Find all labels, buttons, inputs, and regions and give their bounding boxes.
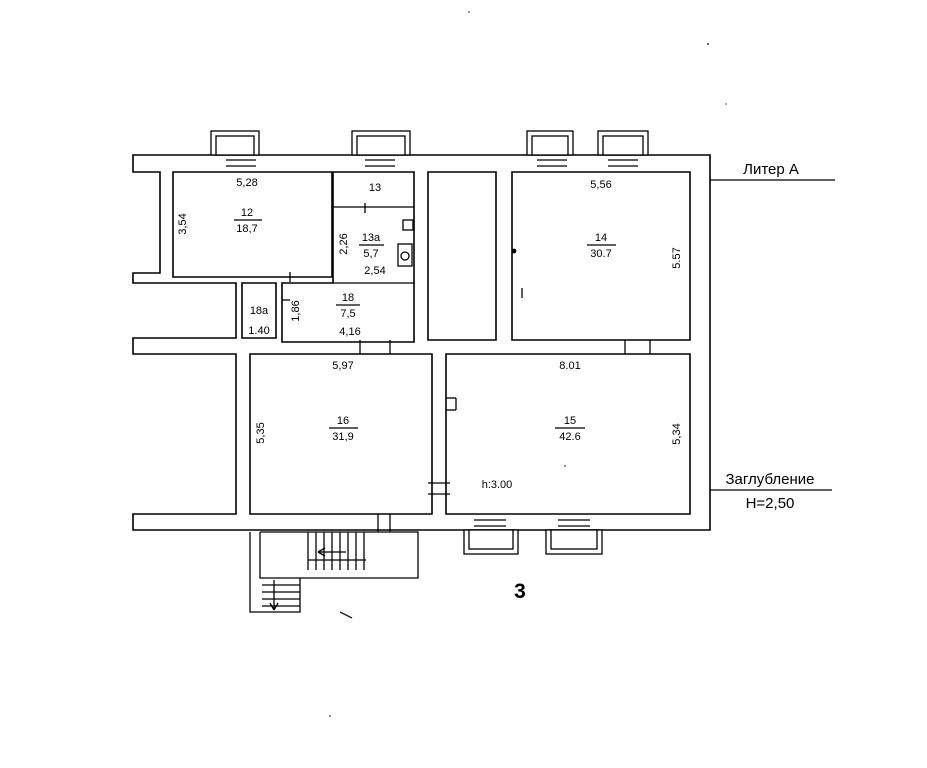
window-13 — [351, 130, 411, 167]
room-13-number: 13 — [369, 182, 381, 194]
room-12-number: 12 — [241, 207, 253, 219]
room-13a-area: 5,7 — [363, 248, 378, 260]
room-13a-number: 13а — [362, 232, 381, 244]
room-12-label: 12 18,7 — [234, 207, 262, 235]
wc-bowl — [400, 251, 410, 261]
room-18-number: 18 — [342, 292, 354, 304]
room-14-area: 30.7 — [590, 248, 611, 260]
dim-18a-width: 1.40 — [248, 325, 269, 337]
room-18-label: 18 7,5 — [336, 292, 360, 320]
outer-walls — [132, 154, 711, 531]
dim-14-height: 5.57 — [671, 247, 683, 268]
room-14-label: 14 30.7 — [587, 232, 616, 260]
depth-title: Заглубление — [726, 471, 815, 488]
room-18-area: 7,5 — [340, 308, 355, 320]
dim-16-height: 5,35 — [255, 422, 267, 443]
floor-number: 3 — [514, 580, 526, 603]
doors — [282, 203, 651, 532]
room-13a-label: 13а 5,7 — [359, 232, 384, 260]
window-12 — [210, 130, 260, 167]
depth-value: Н=2,50 — [746, 495, 795, 512]
sink-fixture — [402, 219, 414, 231]
room-16-number: 16 — [337, 415, 349, 427]
room-16-label: 16 31,9 — [329, 415, 358, 443]
room-15-number: 15 — [564, 415, 576, 427]
room-18a-number: 18а — [250, 305, 269, 317]
dim-15-width: 8.01 — [559, 360, 580, 372]
dim-18-height: 1,86 — [290, 300, 302, 321]
room-15-label: 15 42.6 — [555, 415, 585, 443]
room-12-area: 18,7 — [236, 223, 257, 235]
dim-14-width: 5,56 — [590, 179, 611, 191]
room-16-area: 31,9 — [332, 431, 353, 443]
dim-13a-width: 2,54 — [364, 265, 385, 277]
dim-13a-height: 2,26 — [338, 233, 350, 254]
windows — [210, 130, 649, 555]
ceiling-height: h:3.00 — [482, 479, 513, 491]
dim-12-height: 3,54 — [177, 213, 189, 234]
stair — [249, 531, 419, 613]
window-15-left — [463, 519, 519, 555]
window-14-left — [526, 130, 574, 167]
room-14-number: 14 — [595, 232, 607, 244]
walls — [132, 154, 711, 531]
wc-fixture — [397, 243, 413, 267]
dim-12-width: 5,28 — [236, 177, 257, 189]
dim-15-height: 5,34 — [671, 423, 683, 444]
dim-18-width: 4,16 — [339, 326, 360, 338]
scan-specks — [329, 11, 727, 717]
room-15-area: 42.6 — [559, 431, 580, 443]
window-14-right — [597, 130, 649, 167]
door-14-marker — [511, 248, 517, 254]
window-15-right — [545, 519, 603, 555]
liter-label: Литер А — [743, 161, 799, 178]
dim-16-width: 5,97 — [332, 360, 353, 372]
